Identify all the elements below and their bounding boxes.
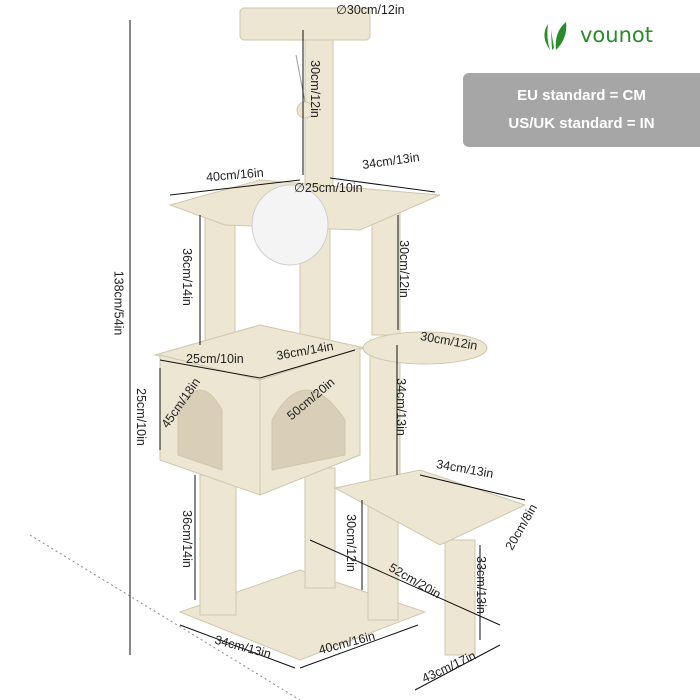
dimension-label: 30cm/12in	[307, 60, 322, 118]
dimension-lines	[129, 20, 526, 691]
dimension-label: 36cm/14in	[179, 248, 194, 306]
post	[199, 474, 237, 616]
dimension-label: 30cm/12in	[396, 240, 411, 298]
post	[371, 204, 401, 336]
total-height-label: 138cm/54in	[111, 270, 126, 336]
condo-door	[177, 389, 223, 471]
half-moon-perch	[362, 331, 488, 365]
badge-line-eu: EU standard = CM	[517, 87, 646, 104]
post	[304, 467, 336, 589]
unit-standard-badge: EU standard = CM US/UK standard = IN	[463, 73, 700, 147]
brand-name: vounot	[580, 23, 653, 47]
dimension-label: 34cm/13in	[393, 378, 408, 436]
dimension-label: ∅25cm/10in	[294, 181, 363, 195]
condo-door	[271, 389, 346, 471]
toy-string	[295, 54, 306, 103]
base-platform	[178, 569, 427, 661]
leaf-logo-icon	[544, 22, 567, 50]
badge-line-us: US/UK standard = IN	[508, 115, 655, 132]
dimension-label: 30cm/12in	[343, 514, 358, 572]
bowl-hammock	[251, 184, 329, 266]
brand-logo: vounot	[538, 18, 653, 52]
post	[369, 339, 401, 491]
top-perch	[239, 7, 371, 41]
post	[444, 539, 476, 656]
dimension-label: 25cm/10in	[133, 388, 148, 446]
dimension-label: 36cm/14in	[179, 510, 194, 568]
dimension-label: 33cm/13in	[473, 556, 488, 614]
dimension-label: 25cm/10in	[186, 352, 244, 366]
step-platform	[333, 469, 527, 546]
dimension-label: ∅30cm/12in	[336, 3, 405, 17]
